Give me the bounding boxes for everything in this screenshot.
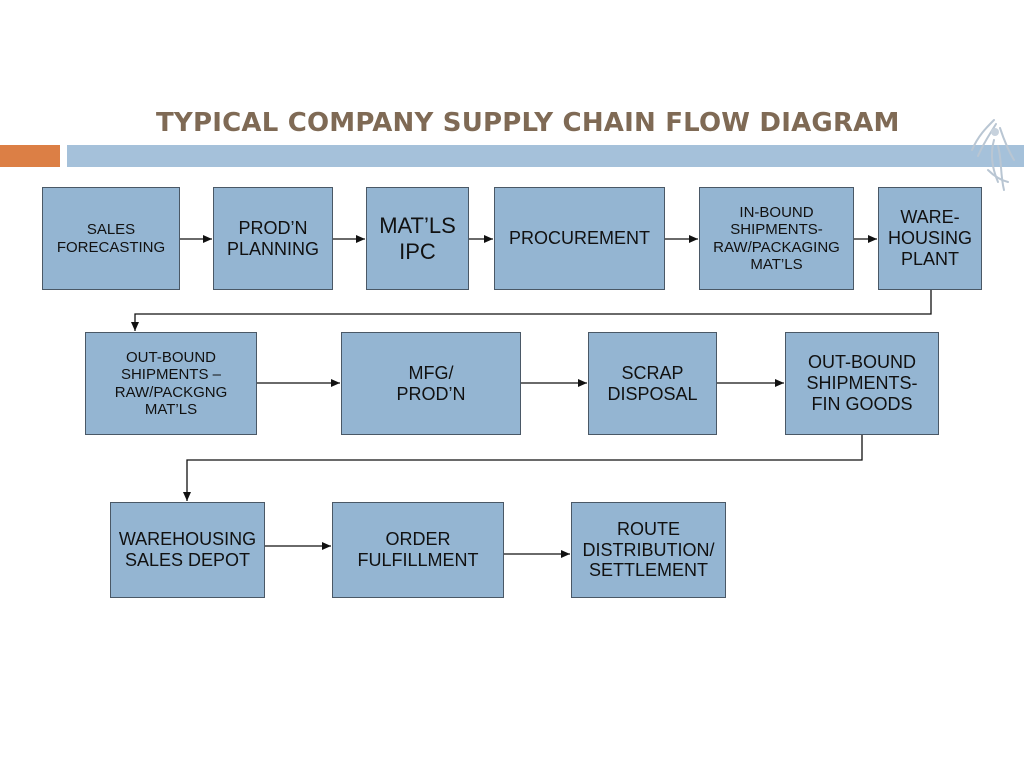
page-title: TYPICAL COMPANY SUPPLY CHAIN FLOW DIAGRA… xyxy=(156,108,900,138)
node-scrap-disposal: SCRAP DISPOSAL xyxy=(588,332,717,435)
node-route-distribution: ROUTE DISTRIBUTION/ SETTLEMENT xyxy=(571,502,726,598)
eagle-icon xyxy=(971,119,1015,191)
node-matls-ipc: MAT’LS IPC xyxy=(366,187,469,290)
node-outbound-shipments-raw: OUT-BOUND SHIPMENTS – RAW/PACKGNG MAT’LS xyxy=(85,332,257,435)
node-warehousing-sales-depot: WAREHOUSING SALES DEPOT xyxy=(110,502,265,598)
node-warehousing-plant: WARE- HOUSING PLANT xyxy=(878,187,982,290)
node-inbound-shipments: IN-BOUND SHIPMENTS- RAW/PACKAGING MAT’LS xyxy=(699,187,854,290)
node-mfg-prodn: MFG/ PROD’N xyxy=(341,332,521,435)
node-procurement: PROCUREMENT xyxy=(494,187,665,290)
node-sales-forecasting: SALES FORECASTING xyxy=(42,187,180,290)
edge-outbound-fin-to-depot xyxy=(183,435,863,501)
node-order-fulfillment: ORDER FULFILLMENT xyxy=(332,502,504,598)
node-outbound-shipments-fin: OUT-BOUND SHIPMENTS- FIN GOODS xyxy=(785,332,939,435)
node-prodn-planning: PROD’N PLANNING xyxy=(213,187,333,290)
accent-bar-blue xyxy=(67,145,1024,167)
edge-warehousing-to-outbound-raw xyxy=(131,290,932,331)
accent-bar-orange xyxy=(0,145,60,167)
